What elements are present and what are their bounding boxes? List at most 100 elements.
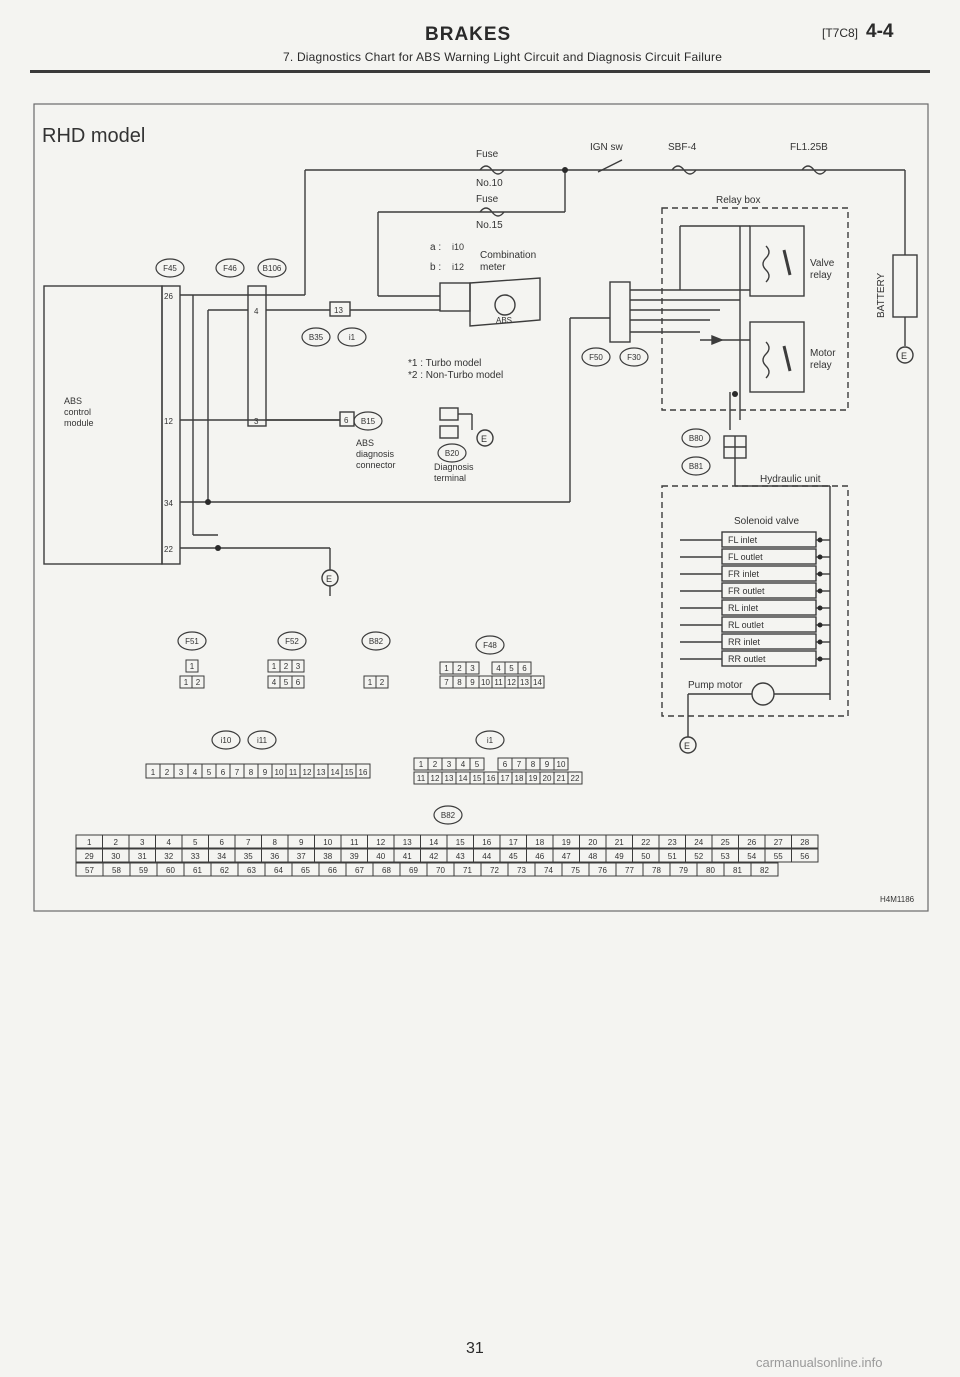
grid-c1-top: 1 — [185, 659, 199, 673]
pin-cell: 8 — [531, 760, 536, 769]
valve-relay-coil — [762, 245, 770, 283]
turbo-note-2: *2 : Non-Turbo model — [408, 370, 503, 381]
pin-cell: 1 — [368, 678, 373, 687]
section-page: 4-4 — [866, 21, 894, 42]
fl125b-symbol — [801, 165, 827, 175]
module-connector-strip — [161, 285, 181, 565]
model-title: RHD model — [42, 125, 145, 147]
pin-cell: 22 — [571, 774, 580, 783]
pump-motor-symbol — [751, 682, 775, 706]
pin-cell: 43 — [456, 852, 465, 861]
pin-cell: 15 — [345, 768, 354, 777]
svg-text:i1: i1 — [487, 736, 494, 745]
diag-terminal-label-2: terminal — [434, 473, 466, 483]
pin-cell: 18 — [515, 774, 524, 783]
pin-cell: 69 — [409, 866, 418, 875]
pin-cell: 45 — [509, 852, 518, 861]
pin-4: 4 — [254, 307, 259, 316]
pin-cell: 52 — [694, 852, 703, 861]
pin-cell: 14 — [533, 678, 542, 687]
pin-cell: 2 — [284, 662, 289, 671]
pin-cell: 12 — [376, 838, 385, 847]
pin-cell: 21 — [557, 774, 566, 783]
combination-meter-label-2: meter — [480, 262, 506, 273]
connector-callout-f46: F46 — [215, 258, 245, 278]
pin-cell: 3 — [447, 760, 452, 769]
svg-text:i1: i1 — [349, 333, 356, 342]
pin-cell: 27 — [774, 838, 783, 847]
pin-cell: 11 — [494, 678, 503, 687]
valve-rr-outlet: RR outlet — [728, 654, 766, 664]
pin-cell: 47 — [562, 852, 571, 861]
pin-cell: 2 — [457, 664, 462, 673]
pin-cell: 15 — [456, 838, 465, 847]
pin-cell: 4 — [167, 838, 172, 847]
pin-cell: 68 — [382, 866, 391, 875]
svg-text:B82: B82 — [369, 637, 384, 646]
pin-cell: 1 — [272, 662, 277, 671]
valve-fl-inlet: FL inlet — [728, 535, 758, 545]
pin-cell: 24 — [694, 838, 703, 847]
pin-cell: 17 — [501, 774, 510, 783]
valve-rr-inlet: RR inlet — [728, 637, 761, 647]
pin-cell: 16 — [359, 768, 368, 777]
pin-cell: 5 — [207, 768, 212, 777]
pin-cell: 54 — [747, 852, 756, 861]
pin-cell: 29 — [85, 852, 94, 861]
pin-cell: 16 — [487, 774, 496, 783]
pin-cell: 15 — [473, 774, 482, 783]
fuse-no15-symbol — [479, 207, 505, 217]
connector-callout-i1b: i1 — [475, 730, 505, 750]
section-code: [T7C8] — [822, 26, 859, 40]
pin-cell: 53 — [721, 852, 730, 861]
pin-cell: 35 — [244, 852, 253, 861]
ign-switch-label: IGN sw — [590, 142, 624, 153]
abs-module-label-3: module — [64, 418, 94, 428]
fuse-no10-label: Fuse — [476, 149, 499, 160]
valve-fl-outlet: FL outlet — [728, 552, 763, 562]
valve-fr-inlet: FR inlet — [728, 569, 760, 579]
pin-cell: 36 — [270, 852, 279, 861]
page-number: 31 — [466, 1340, 484, 1357]
pin-cell: 72 — [490, 866, 499, 875]
pin-cell: 8 — [457, 678, 462, 687]
pin-cell: 74 — [544, 866, 553, 875]
pin-cell: 66 — [328, 866, 337, 875]
abs-diag-connector-label-3: connector — [356, 460, 396, 470]
pin-26: 26 — [164, 292, 173, 301]
section-title: BRAKES — [425, 24, 512, 45]
ground-label-3: E — [684, 741, 690, 751]
pin-cell: 13 — [317, 768, 326, 777]
pin-cell: 5 — [475, 760, 480, 769]
connector-callout-f51: F51 — [177, 631, 207, 651]
pin-cell: 61 — [193, 866, 202, 875]
pin-cell: 75 — [571, 866, 580, 875]
valve-relay-label-1: Valve — [810, 258, 835, 269]
pin-cell: 81 — [733, 866, 742, 875]
svg-text:F46: F46 — [223, 264, 237, 273]
pin-cell: 12 — [431, 774, 440, 783]
pin-cell: 2 — [114, 838, 119, 847]
fuse-no15-label: Fuse — [476, 194, 499, 205]
connector-callout-b15: B15 — [353, 411, 383, 431]
pin-cell: 4 — [193, 768, 198, 777]
pin-cell: 26 — [747, 838, 756, 847]
pin-cell: 16 — [482, 838, 491, 847]
svg-text:F51: F51 — [185, 637, 199, 646]
pin-cell: 6 — [221, 768, 226, 777]
pin-3: 3 — [254, 417, 259, 426]
meter-b-connector: i12 — [452, 262, 464, 272]
connector-callout-f45: F45 — [155, 258, 185, 278]
ground-label-2: E — [901, 351, 907, 361]
solenoid-valve-label: Solenoid valve — [734, 516, 799, 527]
pin-cell: 41 — [403, 852, 412, 861]
ground-battery — [896, 346, 914, 364]
relay-box — [661, 207, 849, 411]
pin-cell: 6 — [296, 678, 301, 687]
fuse-no10-symbol — [479, 165, 505, 175]
diagnosis-ground-symbol — [476, 429, 494, 447]
